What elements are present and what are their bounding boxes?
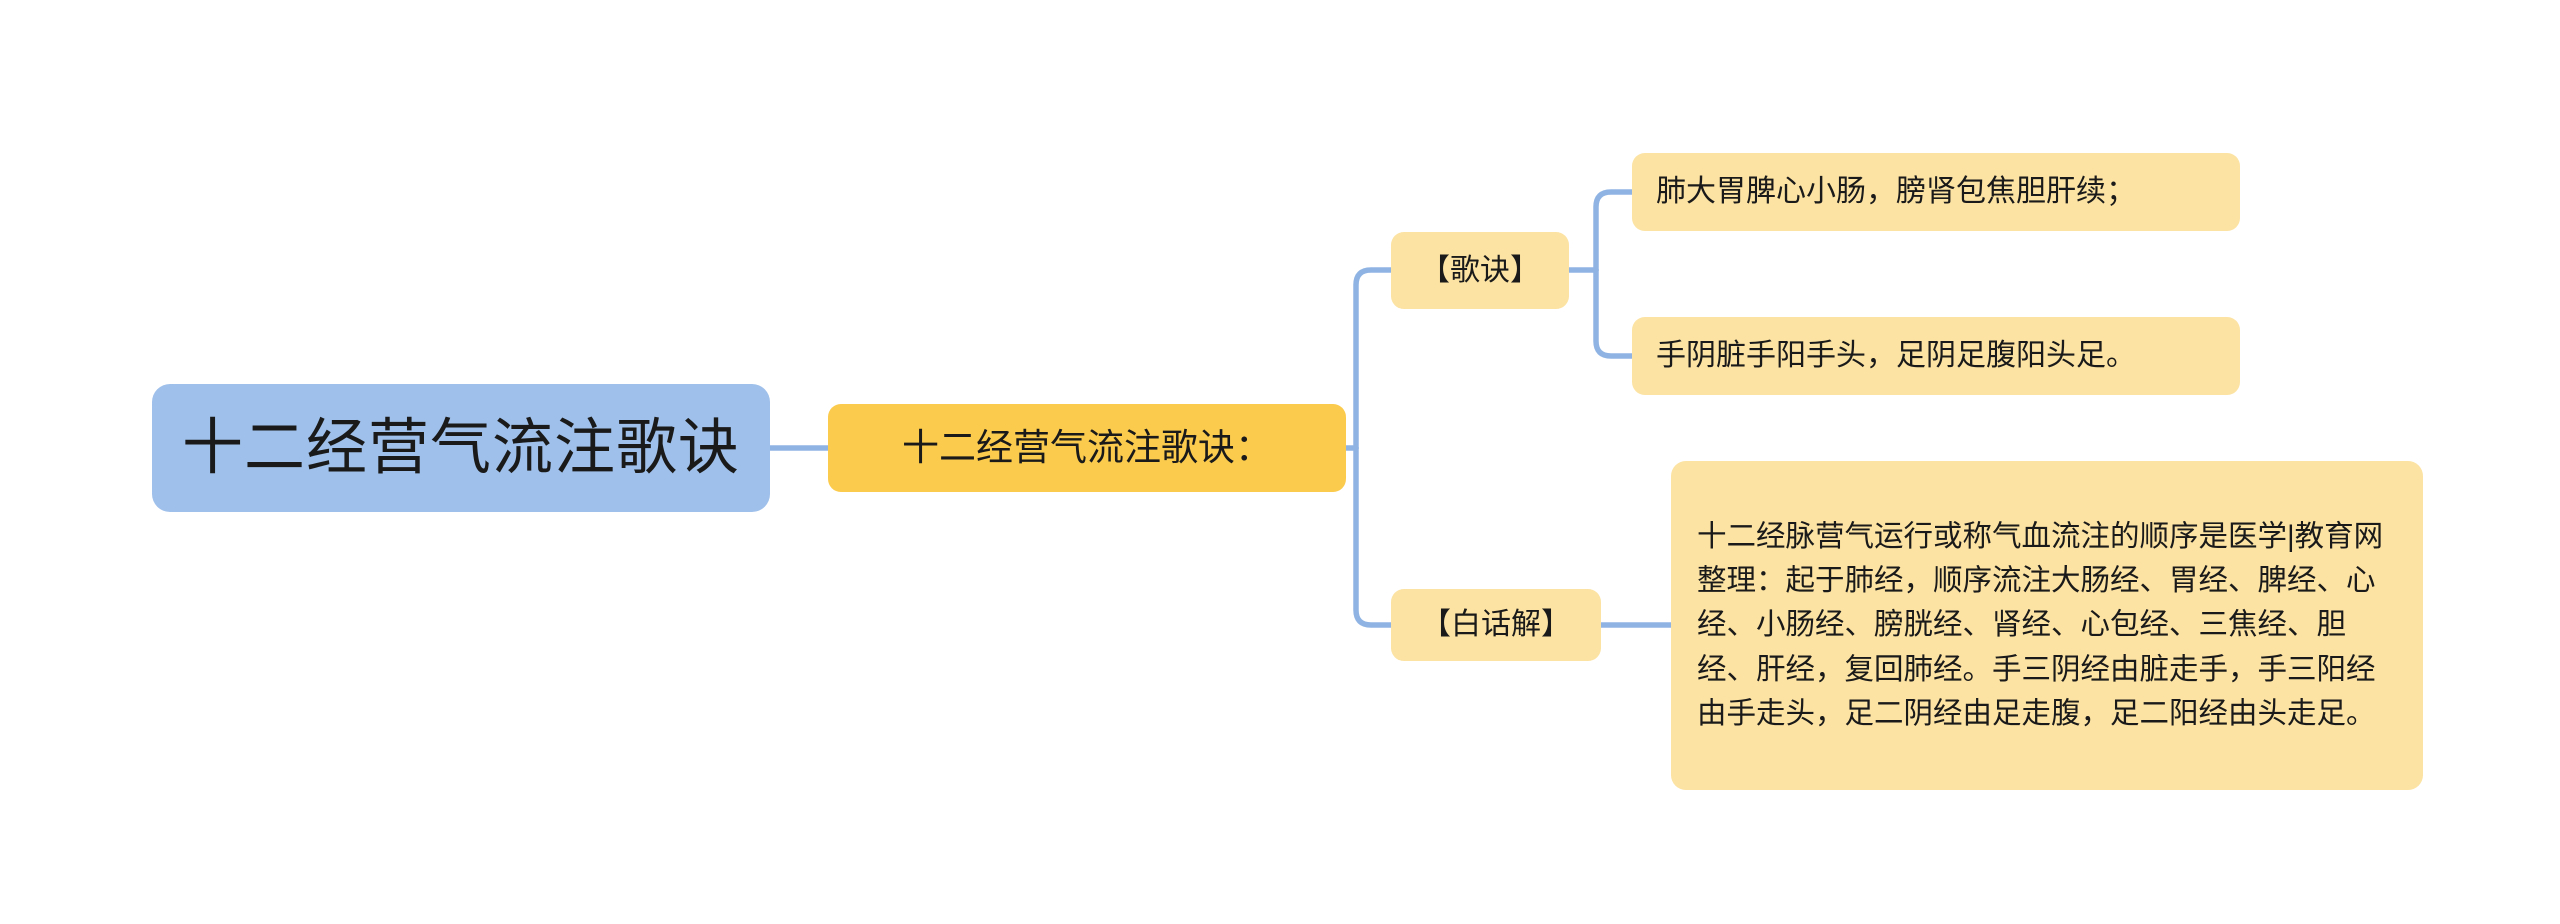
leaf-node-verse-2[interactable]: 手阴脏手阳手头，足阴足腹阳头足。 [1632, 317, 2240, 395]
root-node[interactable]: 十二经营气流注歌诀 [152, 384, 770, 512]
connector-level1-to-baihuajie [1353, 445, 1394, 628]
branch-node-baihuajie-label: 【白话解】 [1421, 608, 1571, 642]
branch-node-gejue-label: 【歌诀】 [1420, 253, 1540, 287]
leaf-node-verse-2-label: 手阴脏手阳手头，足阴足腹阳头足。 [1656, 339, 2136, 373]
leaf-node-verse-1-label: 肺大胃脾心小肠，膀肾包焦胆肝续； [1656, 175, 2136, 209]
connector-gejue-to-verse2 [1593, 267, 1635, 359]
leaf-node-verse-1[interactable]: 肺大胃脾心小肠，膀肾包焦胆肝续； [1632, 153, 2240, 231]
leaf-node-paragraph-label: 十二经脉营气运行或称气血流注的顺序是医学|教育网整理：起于肺经，顺序流注大肠经、… [1697, 519, 2384, 730]
level1-node[interactable]: 十二经营气流注歌诀： [828, 404, 1346, 492]
level1-node-label: 十二经营气流注歌诀： [902, 426, 1272, 468]
root-node-label: 十二经营气流注歌诀 [181, 413, 740, 482]
branch-node-gejue[interactable]: 【歌诀】 [1391, 232, 1569, 309]
branch-node-baihuajie[interactable]: 【白话解】 [1391, 589, 1601, 661]
leaf-node-paragraph[interactable]: 十二经脉营气运行或称气血流注的顺序是医学|教育网整理：起于肺经，顺序流注大肠经、… [1671, 461, 2423, 790]
connector-level1-to-gejue [1353, 267, 1394, 451]
connector-gejue-to-verse1 [1593, 189, 1635, 273]
